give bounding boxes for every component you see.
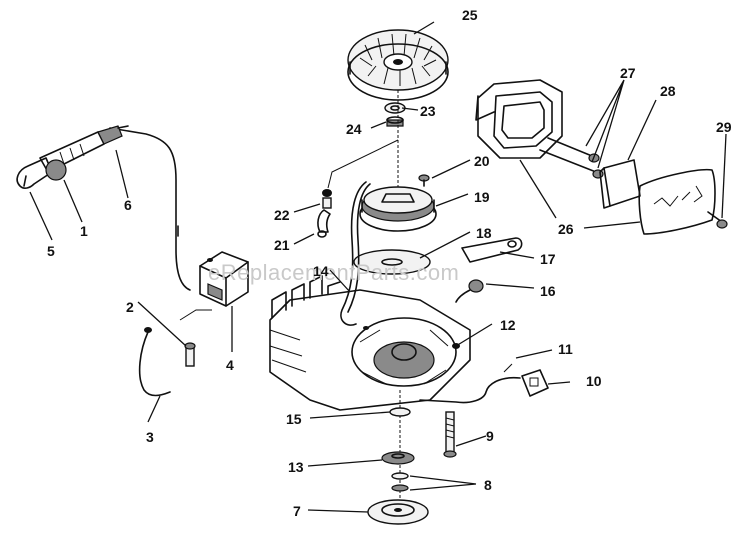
air-filter — [599, 159, 641, 209]
ignition-wire — [109, 127, 191, 291]
starter-pulley — [359, 186, 437, 232]
washer-15 — [389, 407, 411, 417]
air-cleaner-base — [475, 79, 563, 159]
choke-lever — [455, 237, 523, 303]
air-cleaner-cover — [638, 168, 728, 235]
plug-boot — [16, 157, 67, 189]
callout-1: 1 — [80, 223, 88, 239]
fitting-21 — [317, 209, 331, 238]
ground-wire — [138, 331, 171, 397]
callout-23: 23 — [420, 103, 436, 119]
crankcase — [269, 275, 471, 411]
callout-12: 12 — [500, 317, 516, 333]
bolt-9 — [443, 411, 457, 458]
callout-6: 6 — [124, 197, 132, 213]
callout-14: 14 — [313, 263, 329, 279]
callout-4: 4 — [226, 357, 234, 373]
callout-19: 19 — [474, 189, 490, 205]
screw-20 — [418, 174, 430, 187]
flywheel — [347, 29, 449, 101]
fuel-line — [340, 181, 367, 326]
callout-9: 9 — [486, 428, 494, 444]
callout-2: 2 — [126, 299, 134, 315]
washers-8 — [391, 472, 409, 492]
callout-7: 7 — [293, 503, 301, 519]
leader-lines — [29, 21, 727, 513]
callout-27: 27 — [620, 65, 636, 81]
fitting-22 — [322, 189, 332, 209]
flywheel-nut — [384, 102, 406, 127]
callout-20: 20 — [474, 153, 490, 169]
callout-labels: 1 2 3 4 5 6 7 8 9 10 11 12 13 14 15 16 1… — [47, 7, 732, 519]
watermark-text: eReplacementParts.com — [208, 260, 459, 285]
callout-21: 21 — [274, 237, 290, 253]
washer-18 — [353, 249, 431, 275]
callout-25: 25 — [462, 7, 478, 23]
callout-3: 3 — [146, 429, 154, 445]
callout-28: 28 — [660, 83, 676, 99]
callout-13: 13 — [288, 459, 304, 475]
callout-15: 15 — [286, 411, 302, 427]
spark-plug — [39, 125, 129, 173]
callout-16: 16 — [540, 283, 556, 299]
callout-5: 5 — [47, 243, 55, 259]
callout-22: 22 — [274, 207, 290, 223]
callout-26: 26 — [558, 221, 574, 237]
callout-8: 8 — [484, 477, 492, 493]
callout-10: 10 — [586, 373, 602, 389]
ground-screw — [184, 342, 196, 367]
switch-10 — [419, 369, 549, 404]
ignition-coil — [199, 251, 249, 307]
bearing-13 — [381, 451, 415, 465]
callout-29: 29 — [716, 119, 732, 135]
callout-17: 17 — [540, 251, 556, 267]
callout-11: 11 — [558, 341, 573, 357]
callout-18: 18 — [476, 225, 492, 241]
callout-24: 24 — [346, 121, 362, 137]
drive-cup-7 — [367, 499, 429, 525]
